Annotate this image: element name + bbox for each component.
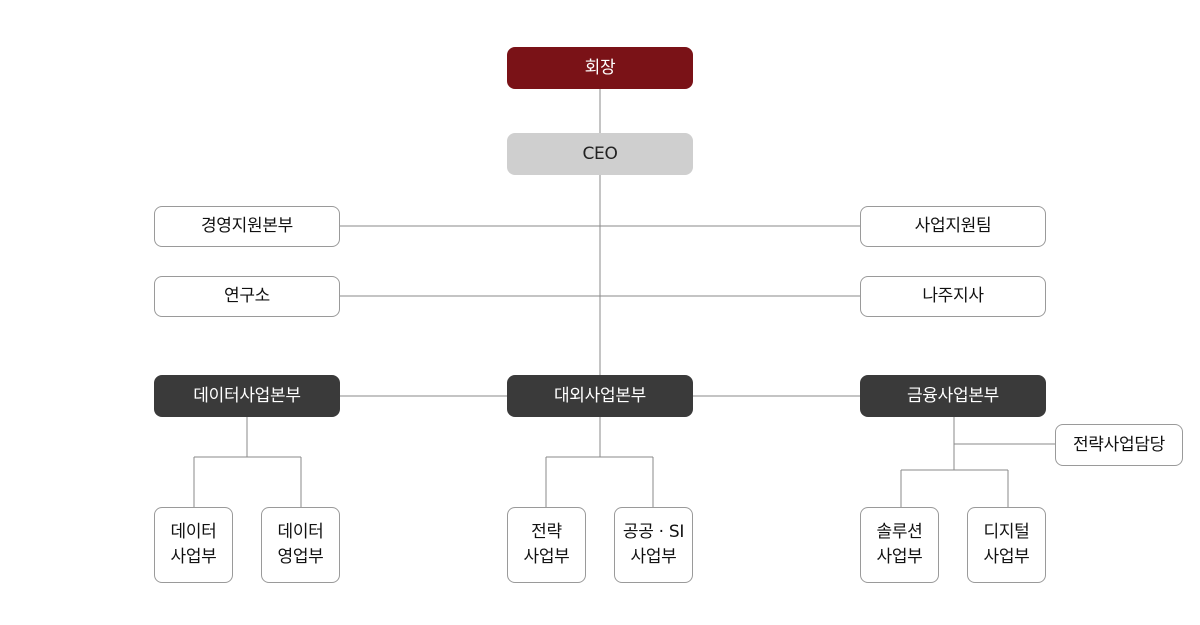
dept-box-digital: 디지털 사업부 xyxy=(967,507,1046,583)
staff-box-research-lab: 연구소 xyxy=(154,276,340,317)
dept-box-strategy-business: 전략 사업부 xyxy=(507,507,586,583)
ceo-box: CEO xyxy=(507,133,693,175)
dept-line1: 전략 xyxy=(531,522,562,542)
dept-line2: 사업부 xyxy=(983,547,1030,567)
dept-box-solution: 솔루션 사업부 xyxy=(860,507,939,583)
dept-line1: 공공 · SI xyxy=(622,522,685,542)
dept-line1: 디지털 xyxy=(983,522,1030,542)
dept-line2: 사업부 xyxy=(630,547,677,567)
staff-box-business-support: 사업지원팀 xyxy=(860,206,1046,247)
staff-box-management-support: 경영지원본부 xyxy=(154,206,340,247)
dept-line1: 데이터 xyxy=(277,522,324,542)
dept-line1: 솔루션 xyxy=(876,522,923,542)
division-box-data: 데이터사업본부 xyxy=(154,375,340,417)
dept-box-data-business: 데이터 사업부 xyxy=(154,507,233,583)
division-box-finance: 금융사업본부 xyxy=(860,375,1046,417)
dept-box-data-sales: 데이터 영업부 xyxy=(261,507,340,583)
dept-line2: 사업부 xyxy=(523,547,570,567)
dept-line2: 사업부 xyxy=(876,547,923,567)
chairman-box: 회장 xyxy=(507,47,693,89)
dept-line1: 데이터 xyxy=(170,522,217,542)
dept-line2: 사업부 xyxy=(170,547,217,567)
side-unit-strategy: 전략사업담당 xyxy=(1055,424,1183,466)
dept-line2: 영업부 xyxy=(277,547,324,567)
dept-box-public-si: 공공 · SI 사업부 xyxy=(614,507,693,583)
division-box-external: 대외사업본부 xyxy=(507,375,693,417)
staff-box-naju-branch: 나주지사 xyxy=(860,276,1046,317)
